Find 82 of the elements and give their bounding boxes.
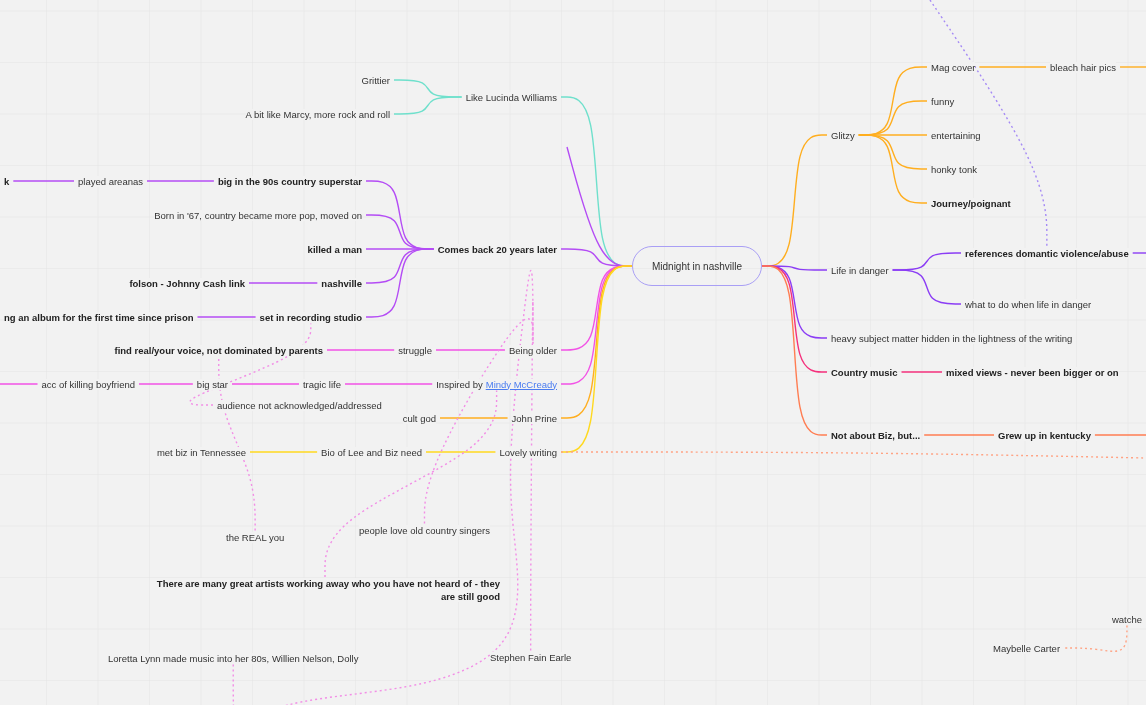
node-label: Grittier [361,74,390,86]
node-label: Lovely writing [499,446,557,458]
branch-line [196,316,257,318]
node-label: big in the 90s country superstar [217,175,362,187]
branch-line [231,383,300,385]
branch-line [439,417,509,419]
branch-line [344,383,433,385]
node-label: Stephen Fain Earle [490,651,572,663]
branch-line [1094,434,1146,436]
node-label: Bio of Lee and Biz need [321,446,422,458]
branch-line [365,248,435,318]
node-label: Comes back 20 years later [437,243,557,255]
node-label: watche [1111,613,1142,625]
dashed-connector [1063,624,1128,652]
node-label: heavy subject matter hidden in the lightness of the writing [831,332,1073,344]
node-label: references domantic violence/abuse [965,247,1129,259]
node-label: the REAL you [226,531,285,543]
node-label: set in recording studio [259,311,362,323]
branch-line [138,383,194,385]
branch-line [146,180,215,182]
node-label: killed a man [307,243,362,255]
node-label: Loretta Lynn made music into her 80s, Willien Nelson, Dolly [108,652,359,664]
node-label: struggle [398,344,432,356]
branch-line [923,434,995,436]
node-label: Maybelle Carter [993,642,1061,654]
branch-line [900,371,943,373]
node-label: bleach hair pics [1050,61,1116,73]
node-label: Being older [508,344,557,356]
node-label: Like Lucinda Williams [465,91,557,103]
topic-pill [632,246,762,286]
node-label: honky tonk [931,163,977,175]
node-label: Glitzy [831,129,855,141]
branch-line [1132,252,1146,254]
branch-line [249,451,318,453]
node-label: John Prine [511,412,557,424]
node-label: tragic life [303,378,341,390]
branch-line [435,349,506,351]
branch-line [326,349,395,351]
branch-line [978,66,1047,68]
node-label: cult god [402,412,436,424]
branch-line [248,282,319,284]
node-label: mixed views - never been bigger or on [946,366,1119,378]
branch-line [0,383,39,385]
node-label: funny [931,95,955,107]
node-label: ng an album for the first time since prison [4,311,194,323]
branch-line [858,134,928,204]
node-label: acc of killing boyfriend [41,378,135,390]
topic-label: Midnight in nashville [651,259,743,273]
node-label: Life in danger [831,264,889,276]
dashed-connector [324,389,498,578]
dashed-connector [560,451,1146,459]
node-label: Grew up in kentucky [998,429,1091,441]
node-label: audience not acknowledged/addressed [217,399,382,411]
branch-line [393,96,463,115]
node-label: A bit like Marcy, more rock and roll [245,108,390,120]
node-label: Country music [831,366,898,378]
branch-line [12,180,75,182]
dashed-connector [232,269,534,705]
dashed-connector [423,318,534,525]
node-label: big star [196,378,228,390]
dashed-connector [929,0,1048,248]
node-label: Journey/poignant [931,197,1011,209]
branch-line [560,265,633,453]
node-label: played areanas [78,175,143,187]
node-label: find real/your voice, not dominated by parents [114,344,323,356]
node-label: what to do when life in danger [965,298,1092,310]
node-label: Inspired by [436,378,483,390]
node-label: k [4,175,10,187]
node-label: people love old country singers [359,524,490,536]
branch-line [1119,66,1146,68]
branch-line [761,265,828,436]
node-label: folson - Johnny Cash link [129,277,245,289]
node-label: Born in '67, country became more pop, moved on [154,209,362,221]
node-label: Mag cover [931,61,976,73]
person-link: Mindy McCready [485,378,557,390]
node-label: met biz in Tennessee [156,446,246,458]
branch-line [891,269,962,305]
node-label: nashville [321,277,362,289]
branch-line [425,451,497,453]
dashed-connector [529,300,534,652]
node-label: Not about Biz, but... [831,429,921,441]
node-label: entertaining [931,129,981,141]
